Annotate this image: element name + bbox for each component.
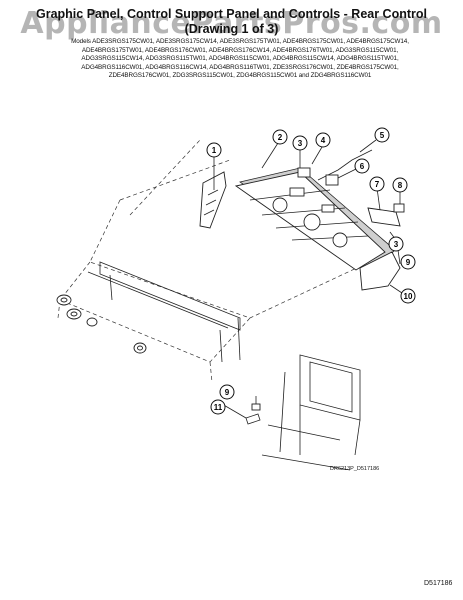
knob [133,342,147,354]
cabinet-top-outline [57,139,396,383]
svg-text:9: 9 [406,258,411,267]
page-subtitle: (Drawing 1 of 3) [184,22,279,36]
svg-text:3: 3 [298,139,303,148]
callout-9: 9 [400,254,416,270]
svg-text:5: 5 [380,131,385,140]
callout-1: 1 [206,142,222,158]
svg-text:1: 1 [212,146,217,155]
svg-text:3: 3 [394,240,399,249]
svg-text:6: 6 [360,162,365,171]
model-line: ZDE4BRGS176CW01, ZDG3SRGS115CW01, ZDG4BR… [108,72,372,80]
callout-3-secondary: 3 [388,236,404,252]
bracket-part-7-8 [367,203,405,227]
knob-group [56,294,147,354]
svg-text:11: 11 [214,403,223,412]
model-line: ADE4BRGS175TW01, ADE4BRGS176CW01, ADE4BR… [81,46,399,54]
graphic-panel-part-1 [199,171,227,229]
callout-2: 2 [272,129,288,145]
model-line: ADG3SRGS115CW14, ADG3SRGS115TW01, ADG4BR… [81,55,399,63]
hardware-part-9-11 [245,403,261,425]
callout-4: 4 [315,132,331,148]
callout-10: 10 [400,288,416,304]
knob [66,308,82,320]
console-panel [87,261,241,363]
callout-9-lower: 9 [219,384,235,400]
drawing-number: DR6213P_D517186 [330,466,380,472]
callout-5: 5 [374,127,390,143]
end-cap-part-10 [359,251,401,291]
callout-8: 8 [392,177,408,193]
cabinet-lower-detail [261,354,361,471]
switch-part-4 [297,167,311,178]
svg-text:8: 8 [398,181,403,190]
watermark: AppliancePartsPros.com [20,6,443,41]
callout-11: 11 [210,399,226,415]
leader-lines [213,139,403,419]
callout-7: 7 [369,176,385,192]
callout-6: 6 [354,158,370,174]
svg-text:10: 10 [404,292,413,301]
svg-text:9: 9 [225,388,230,397]
page-title: Graphic Panel, Control Support Panel and… [35,7,427,21]
knob [86,317,98,327]
knob [56,294,72,306]
model-line: ADG4BRGS116CW01, ADG4BRGS116CW14, ADG4BR… [81,63,399,71]
svg-text:2: 2 [278,133,283,142]
callout-3: 3 [292,135,308,151]
control-support-panel-part-2 [234,167,396,273]
page-code: D517186 [424,580,453,587]
model-line: Models ADE3SRGS175CW01, ADE3SRGS175CW14,… [71,38,409,45]
model-list: Models ADE3SRGS175CW01, ADE3SRGS175CW14,… [40,38,440,81]
svg-text:7: 7 [375,180,380,189]
svg-text:4: 4 [321,136,326,145]
connector-part-6 [325,174,339,186]
